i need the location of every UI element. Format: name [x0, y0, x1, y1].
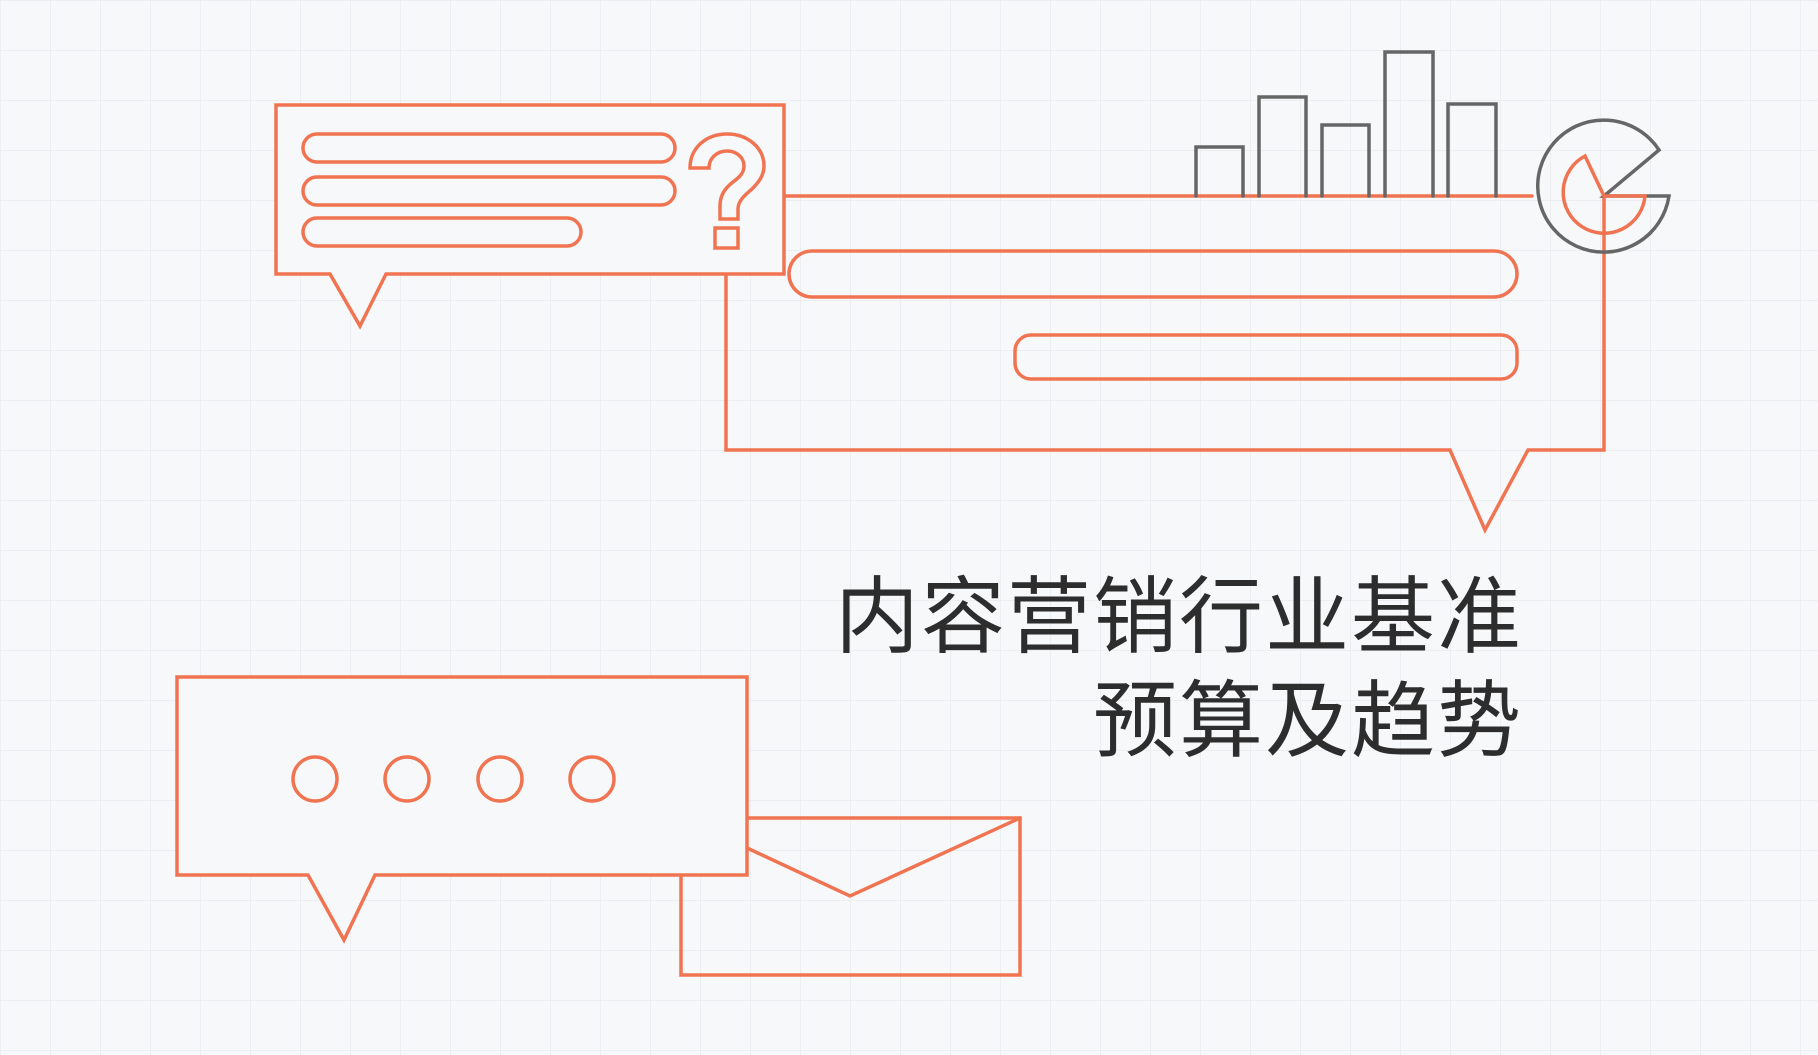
text-line-placeholder: [301, 175, 677, 207]
question-icon: [688, 132, 766, 250]
ellipsis-icon: [291, 755, 616, 803]
title-line-1: 内容营销行业基准: [834, 568, 1523, 666]
ellipsis-speech-bubble: [175, 675, 749, 944]
question-speech-bubble: [274, 103, 786, 330]
large-speech-bubble: [724, 194, 1606, 534]
bar-chart-icon: [1194, 50, 1498, 198]
page-title: 内容营销行业基准 预算及趋势: [835, 565, 1523, 773]
pie-chart-icon: [1536, 118, 1672, 254]
text-line-placeholder: [301, 132, 677, 164]
text-line-placeholder: [301, 216, 583, 248]
text-line-placeholder: [1013, 333, 1519, 381]
title-line-2: 预算及趋势: [1092, 672, 1523, 770]
envelope-icon: [679, 816, 1022, 977]
text-line-placeholder: [787, 249, 1519, 299]
